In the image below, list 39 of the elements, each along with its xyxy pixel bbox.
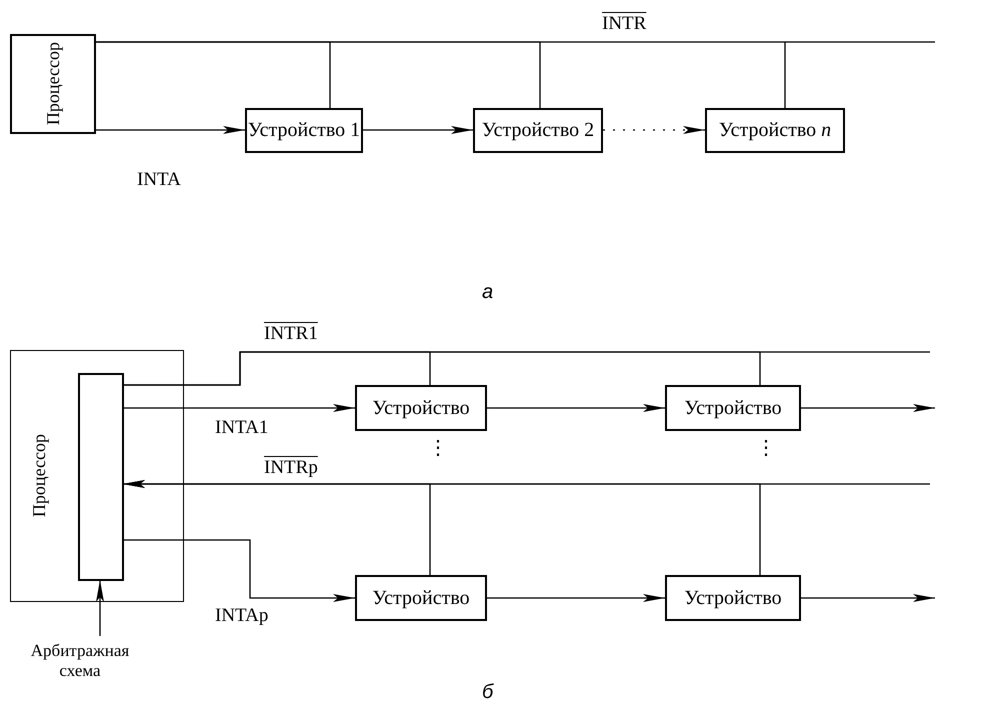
node-label: Устройство bbox=[684, 396, 782, 420]
arrow bbox=[123, 404, 355, 412]
node-label: Устройство bbox=[684, 586, 782, 610]
device-box bbox=[245, 108, 363, 153]
arrow bbox=[96, 126, 245, 134]
figure-label: а bbox=[482, 282, 494, 302]
arrow bbox=[801, 404, 935, 412]
arrow bbox=[487, 594, 665, 602]
processor-box bbox=[10, 350, 184, 602]
continuation-dots: ⋮ bbox=[428, 438, 448, 458]
bus-line bbox=[123, 351, 930, 386]
device-box bbox=[355, 575, 487, 621]
node-label: Устройство n bbox=[718, 119, 832, 142]
device-box bbox=[665, 385, 801, 431]
node-label: Арбитражная схема bbox=[30, 641, 130, 681]
signal-label: INTRp bbox=[262, 458, 320, 479]
device-box bbox=[355, 385, 487, 431]
device-box bbox=[705, 108, 845, 153]
arrow bbox=[96, 580, 104, 636]
arrow bbox=[123, 539, 355, 602]
arrow bbox=[487, 404, 665, 412]
arrow bbox=[363, 126, 473, 134]
continuation-dots: ⋮ bbox=[756, 438, 776, 458]
bus-line bbox=[96, 41, 786, 108]
arrow bbox=[603, 126, 705, 134]
arrow bbox=[801, 594, 935, 602]
arbiter-bar bbox=[78, 373, 124, 581]
device-box bbox=[665, 575, 801, 621]
node-label: Процессор bbox=[29, 434, 50, 518]
node-label: Устройство 2 bbox=[482, 119, 594, 142]
figure-label: б bbox=[482, 682, 494, 702]
device-box bbox=[473, 108, 603, 153]
node-label: Устройство bbox=[372, 586, 470, 610]
signal-label: INTAp bbox=[213, 606, 270, 627]
node-label: Процессор bbox=[42, 42, 64, 126]
processor-box bbox=[10, 34, 96, 134]
node-label: Устройство 1 bbox=[248, 119, 360, 142]
node-label: Устройство bbox=[372, 396, 470, 420]
arrow bbox=[123, 480, 761, 575]
